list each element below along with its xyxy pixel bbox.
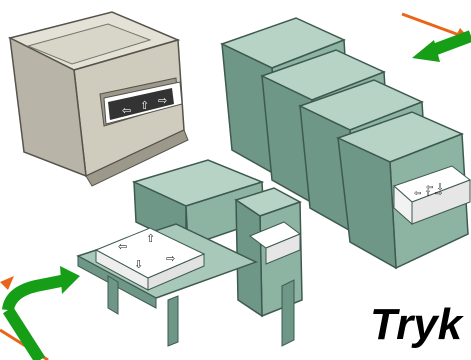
- caption-text: Tryk: [370, 303, 462, 347]
- svg-text:⇦: ⇦: [122, 104, 131, 117]
- svg-text:⇦ ⇩: ⇦ ⇩: [426, 183, 444, 193]
- svg-text:⇧: ⇧: [140, 99, 149, 112]
- svg-text:⇧: ⇧: [146, 232, 155, 245]
- svg-text:⇨: ⇨: [158, 94, 167, 107]
- svg-text:⇨: ⇨: [166, 252, 175, 265]
- binding-machine-icon: ⇦ ⇧ ⇩ ⇨: [78, 160, 302, 346]
- svg-text:⇦: ⇦: [118, 240, 127, 253]
- svg-text:⇩: ⇩: [134, 258, 143, 271]
- copier-machine-icon: ⇦ ⇧ ⇨: [10, 12, 188, 186]
